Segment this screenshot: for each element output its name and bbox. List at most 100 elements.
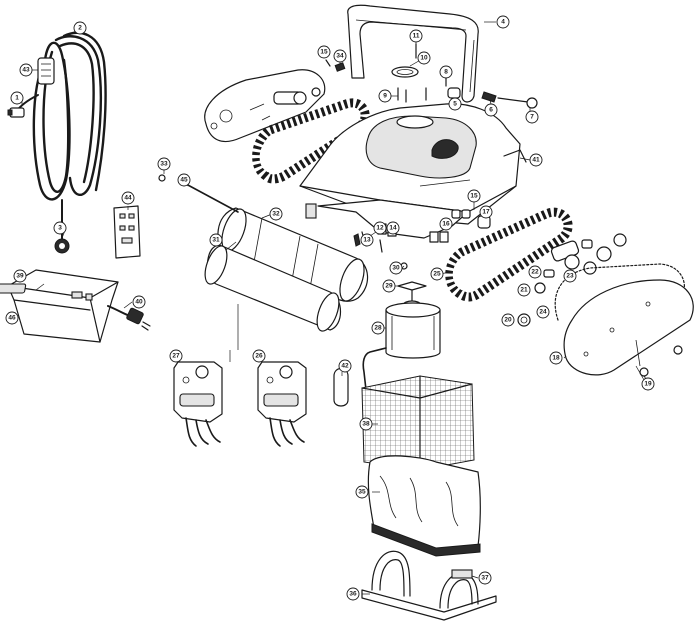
roller-axle [158, 174, 239, 213]
callout-39: 39 [13, 269, 27, 283]
svg-text:44: 44 [124, 195, 132, 202]
svg-text:34: 34 [336, 53, 344, 60]
callout-22: 22 [528, 265, 542, 279]
callout-46: 46 [5, 311, 19, 325]
svg-text:32: 32 [272, 211, 280, 218]
svg-text:41: 41 [532, 157, 540, 164]
svg-text:29: 29 [385, 283, 393, 290]
callout-15b: 15 [467, 189, 481, 203]
power-plug [107, 305, 151, 331]
callout-5: 5 [448, 97, 462, 111]
drive-motor-module-left [173, 361, 223, 447]
small-screws [325, 43, 447, 103]
callout-24: 24 [536, 305, 550, 319]
svg-text:45: 45 [180, 177, 188, 184]
svg-text:35: 35 [358, 489, 366, 496]
callout-42: 42 [338, 359, 352, 373]
cable-connector [7, 107, 25, 118]
svg-text:1: 1 [15, 95, 19, 102]
remote-control [113, 205, 141, 259]
callout-31: 31 [209, 233, 223, 247]
callout-13: 13 [360, 233, 374, 247]
callout-14: 14 [386, 221, 400, 235]
callout-25: 25 [430, 267, 444, 281]
svg-text:38: 38 [362, 421, 370, 428]
callout-2: 2 [73, 21, 87, 35]
right-gear-assembly [550, 233, 627, 275]
svg-text:9: 9 [383, 93, 387, 100]
svg-text:6: 6 [489, 107, 493, 114]
callout-34: 34 [333, 49, 347, 63]
callout-32: 32 [269, 207, 283, 221]
svg-text:15: 15 [470, 193, 478, 200]
callout-26: 26 [252, 349, 266, 363]
svg-text:37: 37 [481, 575, 489, 582]
svg-text:11: 11 [413, 33, 420, 40]
filter-bag [367, 455, 481, 557]
drive-motor-module-right [257, 361, 307, 447]
svg-text:14: 14 [389, 225, 397, 232]
callout-27: 27 [169, 349, 183, 363]
callout-8: 8 [439, 65, 453, 79]
front-brush-roller [217, 207, 369, 302]
axle-rod [497, 97, 538, 109]
svg-text:26: 26 [255, 353, 263, 360]
rear-foam-roller [204, 244, 342, 332]
callout-38: 38 [359, 417, 373, 431]
filter-frame [361, 550, 497, 621]
svg-text:4: 4 [501, 19, 505, 26]
svg-text:43: 43 [22, 67, 30, 74]
callout-7: 7 [525, 110, 539, 124]
svg-text:36: 36 [349, 591, 357, 598]
handle-bushing [447, 87, 461, 99]
svg-text:27: 27 [172, 353, 180, 360]
callout-15a: 15 [317, 45, 331, 59]
callout-20: 20 [501, 313, 515, 327]
filter-screen [361, 375, 475, 471]
svg-text:33: 33 [160, 161, 168, 168]
svg-text:21: 21 [520, 287, 528, 294]
svg-text:5: 5 [453, 101, 457, 108]
callout-23: 23 [563, 269, 577, 283]
left-side-panel [204, 69, 326, 143]
svg-text:2: 2 [78, 25, 82, 32]
callout-41: 41 [529, 153, 543, 167]
callout-33: 33 [157, 157, 171, 171]
svg-text:30: 30 [392, 265, 400, 272]
handle-cap [391, 66, 419, 78]
svg-text:24: 24 [539, 309, 547, 316]
callout-19: 19 [641, 377, 655, 391]
svg-text:16: 16 [442, 221, 450, 228]
svg-text:15: 15 [320, 49, 328, 56]
callout-16: 16 [439, 217, 453, 231]
callout-40: 40 [132, 295, 146, 309]
callout-9: 9 [378, 89, 392, 103]
callout-12: 12 [373, 221, 387, 235]
svg-text:31: 31 [212, 237, 220, 244]
svg-text:13: 13 [363, 237, 371, 244]
handle [347, 4, 479, 103]
left-gear-assembly [273, 87, 321, 105]
callout-21: 21 [517, 283, 531, 297]
right-side-panel [563, 279, 694, 377]
pump-motor [362, 302, 441, 391]
clip [334, 62, 346, 72]
svg-text:42: 42 [341, 363, 349, 370]
motor-cap [333, 367, 349, 407]
callout-36: 36 [346, 587, 360, 601]
svg-text:28: 28 [374, 325, 382, 332]
svg-text:22: 22 [531, 269, 539, 276]
svg-text:8: 8 [444, 69, 448, 76]
callout-29: 29 [382, 279, 396, 293]
callout-18: 18 [549, 351, 563, 365]
callout-17: 17 [479, 205, 493, 219]
callout-1: 1 [10, 91, 24, 105]
svg-text:17: 17 [482, 209, 490, 216]
svg-text:46: 46 [8, 315, 16, 322]
right-track [445, 207, 573, 302]
callout-10: 10 [417, 51, 431, 65]
callout-45: 45 [177, 173, 191, 187]
svg-text:18: 18 [552, 355, 560, 362]
callout-30: 30 [389, 261, 403, 275]
